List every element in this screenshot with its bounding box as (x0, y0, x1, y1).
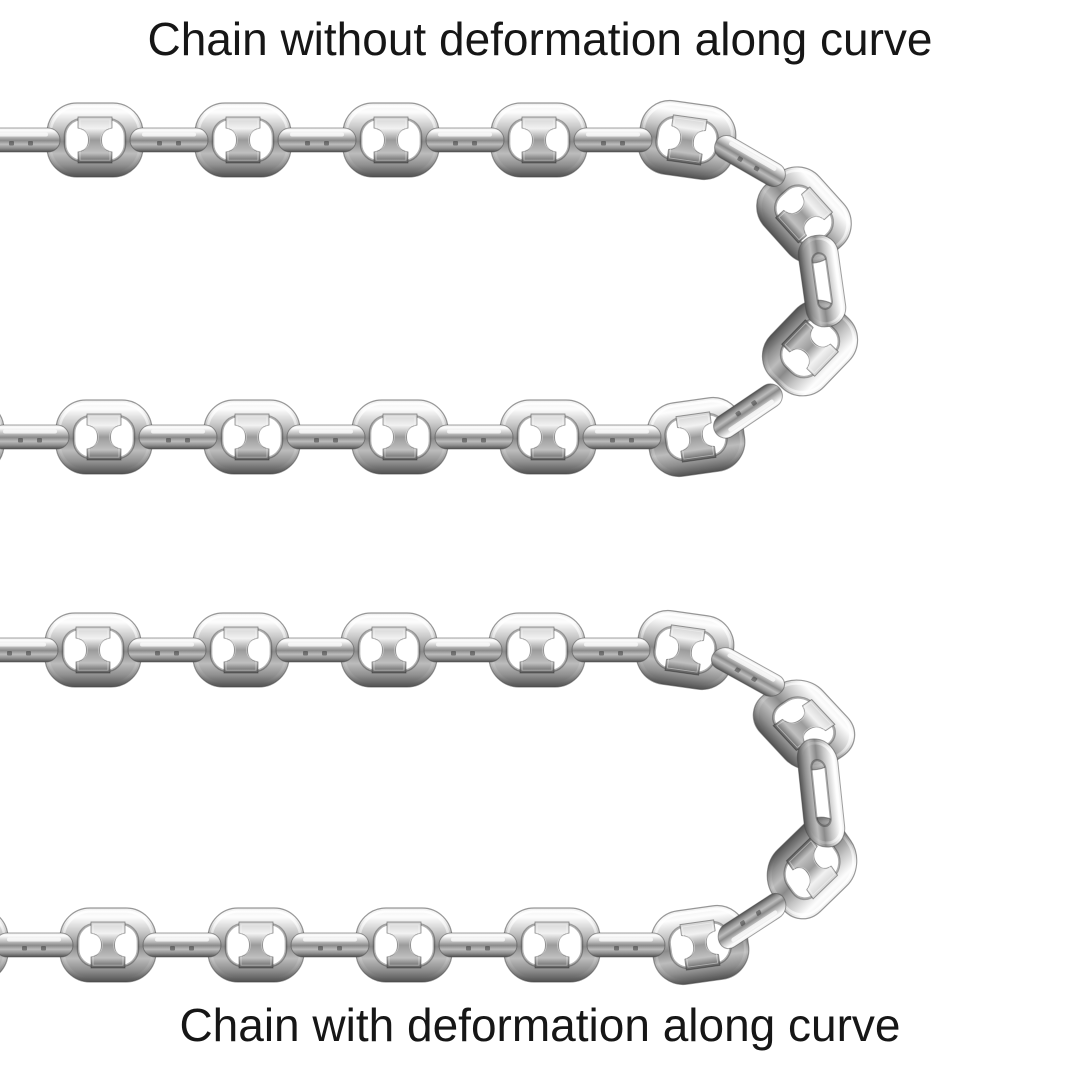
chain-connector (127, 637, 207, 663)
chain-connector (425, 127, 505, 153)
chain-link (55, 399, 153, 475)
chain-connector (582, 424, 662, 450)
chain-link (44, 612, 142, 688)
chain-connector (717, 892, 787, 950)
chain-link (635, 609, 735, 691)
chain-link (207, 907, 305, 983)
chain-link (503, 907, 601, 983)
chain-connector (713, 383, 783, 439)
chain-connector (129, 127, 209, 153)
chain-connector (275, 637, 355, 663)
chain-connector (138, 424, 218, 450)
chain-connector (797, 234, 847, 328)
chain-connector (0, 932, 74, 958)
chain-with-deformation (0, 609, 858, 986)
chain-link (59, 907, 157, 983)
chain-connector (0, 637, 59, 663)
chain-connector (423, 637, 503, 663)
chain-connector (710, 647, 786, 697)
chain-link (192, 612, 290, 688)
chain-connector (573, 127, 653, 153)
chain-link (355, 907, 453, 983)
chain-connector (286, 424, 366, 450)
chain-link (342, 102, 440, 178)
caption-bottom: Chain with deformation along curve (179, 999, 901, 1051)
chain-link (490, 102, 588, 178)
chain-link (637, 99, 737, 181)
chain-connector (714, 135, 786, 187)
chain-without-deformation (0, 99, 859, 478)
chain-link (203, 399, 301, 475)
chain-connector (586, 932, 666, 958)
chain-connector (0, 424, 70, 450)
chain-connector (277, 127, 357, 153)
chain-connector (438, 932, 518, 958)
chain-connector (142, 932, 222, 958)
chain-connector (434, 424, 514, 450)
chain-link (499, 399, 597, 475)
caption-top: Chain without deformation along curve (147, 13, 933, 65)
chain-link (46, 102, 144, 178)
chains-root (0, 99, 859, 986)
chain-connector (290, 932, 370, 958)
chain-link (351, 399, 449, 475)
chain-connector (0, 127, 61, 153)
chain-connector (571, 637, 651, 663)
chain-link (194, 102, 292, 178)
chain-link (488, 612, 586, 688)
chain-connector (796, 738, 846, 848)
chain-link (340, 612, 438, 688)
